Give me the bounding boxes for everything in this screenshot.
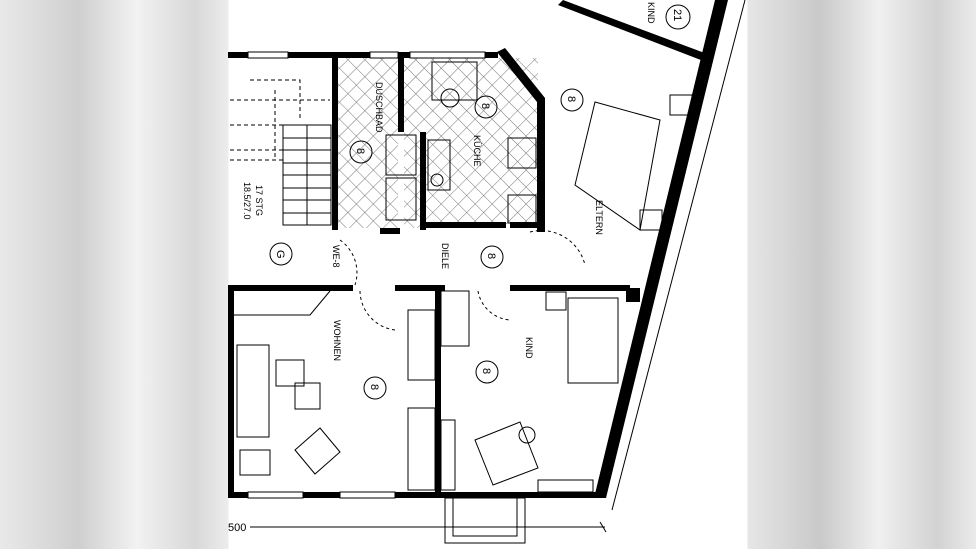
- dimension-value: 500: [228, 522, 246, 534]
- marker-parents: 8: [565, 96, 577, 102]
- room-label-child: KIND: [524, 337, 534, 359]
- marker-living: 8: [368, 384, 380, 390]
- marker-labels: G 8 8 8 8 8 8 21: [274, 9, 683, 390]
- stair-ratio: 18.5/27.0: [242, 182, 252, 220]
- markers: [269, 4, 691, 400]
- stair-label: 17 STG: [254, 185, 264, 216]
- room-label-hall: DIELE: [440, 243, 450, 269]
- tiled-floor: [338, 58, 538, 228]
- room-label-living: WOHNEN: [332, 320, 342, 361]
- room-label-kitchen: KÜCHE: [472, 135, 482, 167]
- dimension-line: [250, 0, 746, 533]
- room-label-child-top: KIND: [646, 2, 656, 24]
- marker-stair: G: [274, 250, 286, 259]
- marker-bath: 8: [354, 148, 366, 154]
- room-labels: DUSCHBAD KÜCHE ELTERN KIND DIELE WOHNEN …: [242, 2, 656, 361]
- room-label-parents: ELTERN: [594, 200, 604, 235]
- marker-child-top: 21: [671, 9, 683, 21]
- stairs: [230, 79, 332, 226]
- furniture: [234, 61, 693, 493]
- unit-label: WE-8: [331, 245, 341, 268]
- marker-kitchen: 8: [479, 103, 491, 109]
- room-label-bath: DUSCHBAD: [374, 82, 384, 133]
- walls: [228, 0, 728, 498]
- windows: [247, 51, 526, 544]
- marker-hall: 8: [485, 253, 497, 259]
- marker-child: 8: [480, 368, 492, 374]
- doors: [339, 230, 586, 331]
